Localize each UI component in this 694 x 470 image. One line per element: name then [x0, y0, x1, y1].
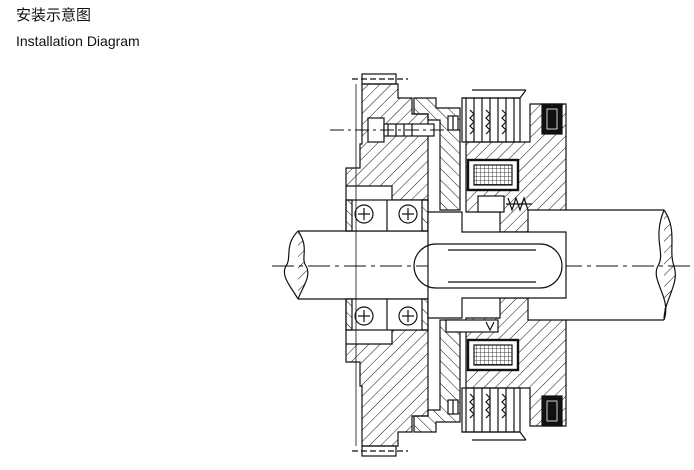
bearing-upper [345, 199, 429, 232]
spring-lower [445, 319, 499, 333]
title-english: Installation Diagram [16, 33, 140, 49]
hub [413, 211, 567, 319]
title-chinese: 安装示意图 [16, 6, 92, 24]
mounting-bolt [330, 117, 460, 143]
adjusting-screw-lower [447, 399, 459, 415]
coil-upper [466, 158, 520, 192]
adjusting-screw-upper [447, 115, 459, 131]
housing-flange [345, 73, 429, 457]
spring-upper [477, 195, 532, 213]
coil-lower [466, 338, 520, 372]
input-shaft [283, 230, 440, 300]
friction-discs-lower [461, 387, 527, 441]
output-shaft [566, 209, 676, 321]
terminal-block-upper [541, 103, 563, 135]
bearing-lower [345, 298, 429, 331]
friction-discs-upper [461, 89, 527, 143]
terminal-block-lower [541, 395, 563, 427]
